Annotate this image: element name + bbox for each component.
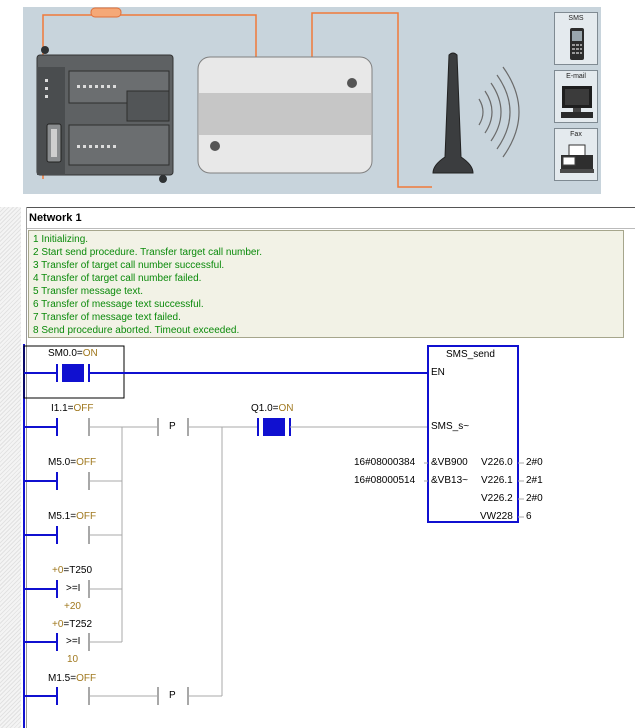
sms-target: SMS [554, 12, 598, 65]
system-illustration: SMS E-mail Fax [23, 7, 601, 194]
block-pin-sms-start: SMS_s~ [431, 421, 470, 432]
contact-m51-label: M5.1=OFF [48, 511, 97, 522]
comment-line: 6 Transfer of message text successful. [33, 299, 204, 310]
computer-monitor-icon [561, 86, 593, 118]
antenna-cable [311, 12, 432, 188]
block-output-value: 2#0 [526, 457, 543, 468]
contact-m50-label: M5.0=OFF [48, 457, 97, 468]
hardware-diagram [36, 7, 520, 188]
contact-sm0-label: SM0.0=ON [48, 348, 98, 359]
comment-line: 2 Start send procedure. Transfer target … [33, 247, 263, 258]
block-pin-out: V226.0 [481, 457, 513, 468]
positive-edge-1-label: P [169, 421, 176, 432]
email-target: E-mail [554, 70, 598, 123]
compare-t250[interactable] [24, 580, 122, 598]
contact-m15[interactable] [24, 687, 158, 705]
contact-i11-label: I1.1=OFF [51, 403, 94, 414]
compare-t252-label: +0=T252 [52, 619, 93, 630]
compare-t252[interactable] [24, 633, 122, 651]
contact-i11[interactable] [24, 418, 158, 436]
contact-q10[interactable] [257, 418, 428, 436]
comment-line: 5 Transfer message text. [33, 286, 144, 297]
block-output-value: 2#1 [526, 475, 543, 486]
block-output-value: 2#0 [526, 493, 543, 504]
sms-send-title: SMS_send [446, 349, 495, 360]
fax-machine-icon [560, 144, 594, 173]
positive-edge-2-label: P [169, 690, 176, 701]
cable-connector [90, 7, 122, 18]
comment-line: 3 Transfer of target call number success… [33, 260, 225, 271]
block-pin-text: &VB13~ [431, 475, 468, 486]
ladder-editor[interactable]: Network 1 1 Initializing. 2 Start send p… [0, 207, 635, 728]
compare-t252-value: 10 [67, 654, 79, 665]
block-pin-out: V226.1 [481, 475, 513, 486]
block-pin-number: &VB900 [431, 457, 468, 468]
compare-t250-label: +0=T250 [52, 565, 93, 576]
sms-send-block[interactable] [427, 345, 519, 523]
network-header[interactable]: Network 1 [27, 207, 635, 229]
network-title: Network 1 [29, 212, 82, 224]
block-input-value: 16#08000514 [354, 475, 416, 486]
plc-icon [36, 46, 174, 183]
gsm-modem-icon [197, 56, 373, 174]
block-output-value: 6 [526, 511, 532, 522]
contact-m15-label: M1.5=OFF [48, 673, 97, 684]
contact-q10-label: Q1.0=ON [251, 403, 294, 414]
contact-m51[interactable] [24, 526, 122, 544]
block-input-value: 16#08000384 [354, 457, 416, 468]
block-pin-out: V226.2 [481, 493, 513, 504]
comment-line: 8 Send procedure aborted. Timeout exceed… [33, 325, 240, 336]
positive-edge-2[interactable] [157, 687, 222, 705]
compare-t250-op: >=I [66, 583, 81, 594]
positive-edge-1[interactable] [157, 418, 258, 436]
comment-line: 7 Transfer of message text failed. [33, 312, 181, 323]
fax-target: Fax [554, 128, 598, 181]
network-comment[interactable]: 1 Initializing. 2 Start send procedure. … [28, 230, 624, 338]
compare-t250-value: +20 [64, 601, 81, 612]
ladder-rungs [23, 344, 524, 728]
comment-line: 1 Initializing. [33, 234, 89, 245]
block-pin-en: EN [431, 367, 445, 378]
antenna-icon [432, 52, 520, 174]
block-pin-out: VW228 [480, 511, 513, 522]
contact-sm0[interactable] [24, 364, 428, 382]
contact-m50[interactable] [24, 472, 122, 490]
comment-line: 4 Transfer of target call number failed. [33, 273, 202, 284]
compare-t252-op: >=I [66, 636, 81, 647]
mobile-phone-icon [570, 28, 584, 60]
